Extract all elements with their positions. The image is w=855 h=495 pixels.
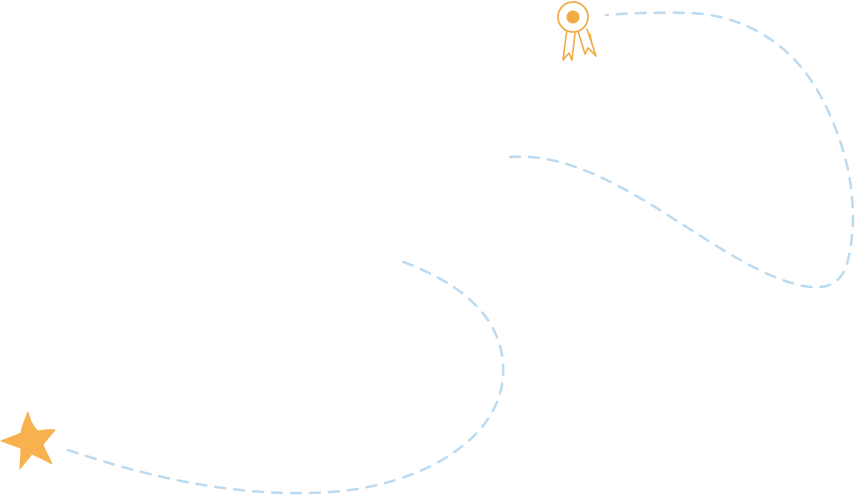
dashed-path-lower xyxy=(66,258,505,495)
award-ribbon-icon xyxy=(557,1,597,61)
dashed-path-upper xyxy=(508,11,855,289)
star-icon xyxy=(0,411,56,470)
